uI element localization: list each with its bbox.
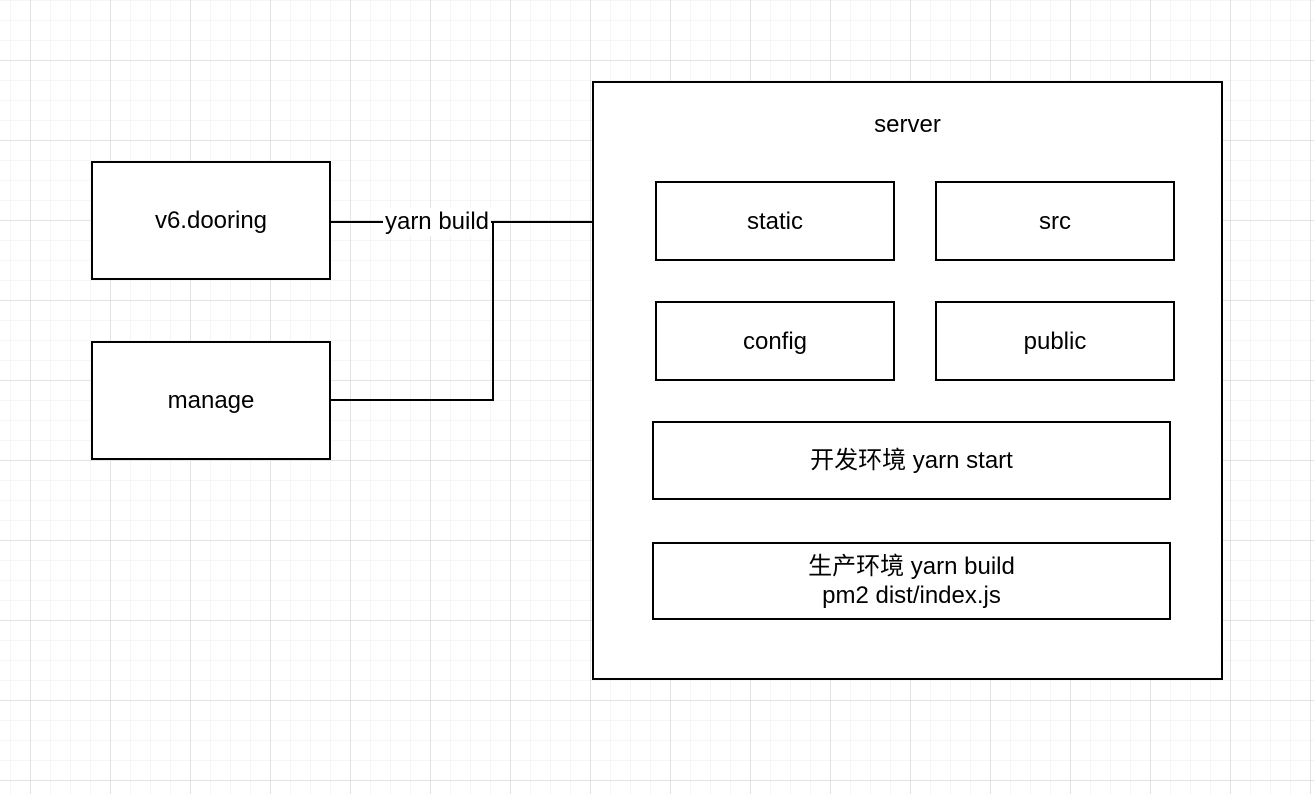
node-public[interactable]: public [935,301,1175,381]
node-label: 开发环境 yarn start [810,447,1013,474]
node-dev-env[interactable]: 开发环境 yarn start [652,421,1171,500]
node-src[interactable]: src [935,181,1175,261]
node-label-line2: pm2 dist/index.js [822,582,1001,609]
node-prod-env[interactable]: 生产环境 yarn build pm2 dist/index.js [652,542,1171,620]
node-label: public [1023,327,1087,355]
edge-manage-to-junction[interactable] [331,222,494,401]
node-label: 生产环境 yarn build pm2 dist/index.js [808,552,1015,610]
node-label: static [746,207,803,235]
node-v6-dooring[interactable]: v6.dooring [91,161,331,280]
node-manage[interactable]: manage [91,341,331,460]
node-label: config [742,327,808,355]
node-label: src [1039,207,1071,235]
group-title: server [874,111,941,138]
edge-label-yarn-build[interactable]: yarn build [382,208,492,236]
node-label: manage [167,387,255,414]
node-static[interactable]: static [655,181,895,261]
node-config[interactable]: config [655,301,895,381]
node-label: v6.dooring [154,207,268,234]
node-label-line1: 生产环境 yarn build [808,553,1015,580]
